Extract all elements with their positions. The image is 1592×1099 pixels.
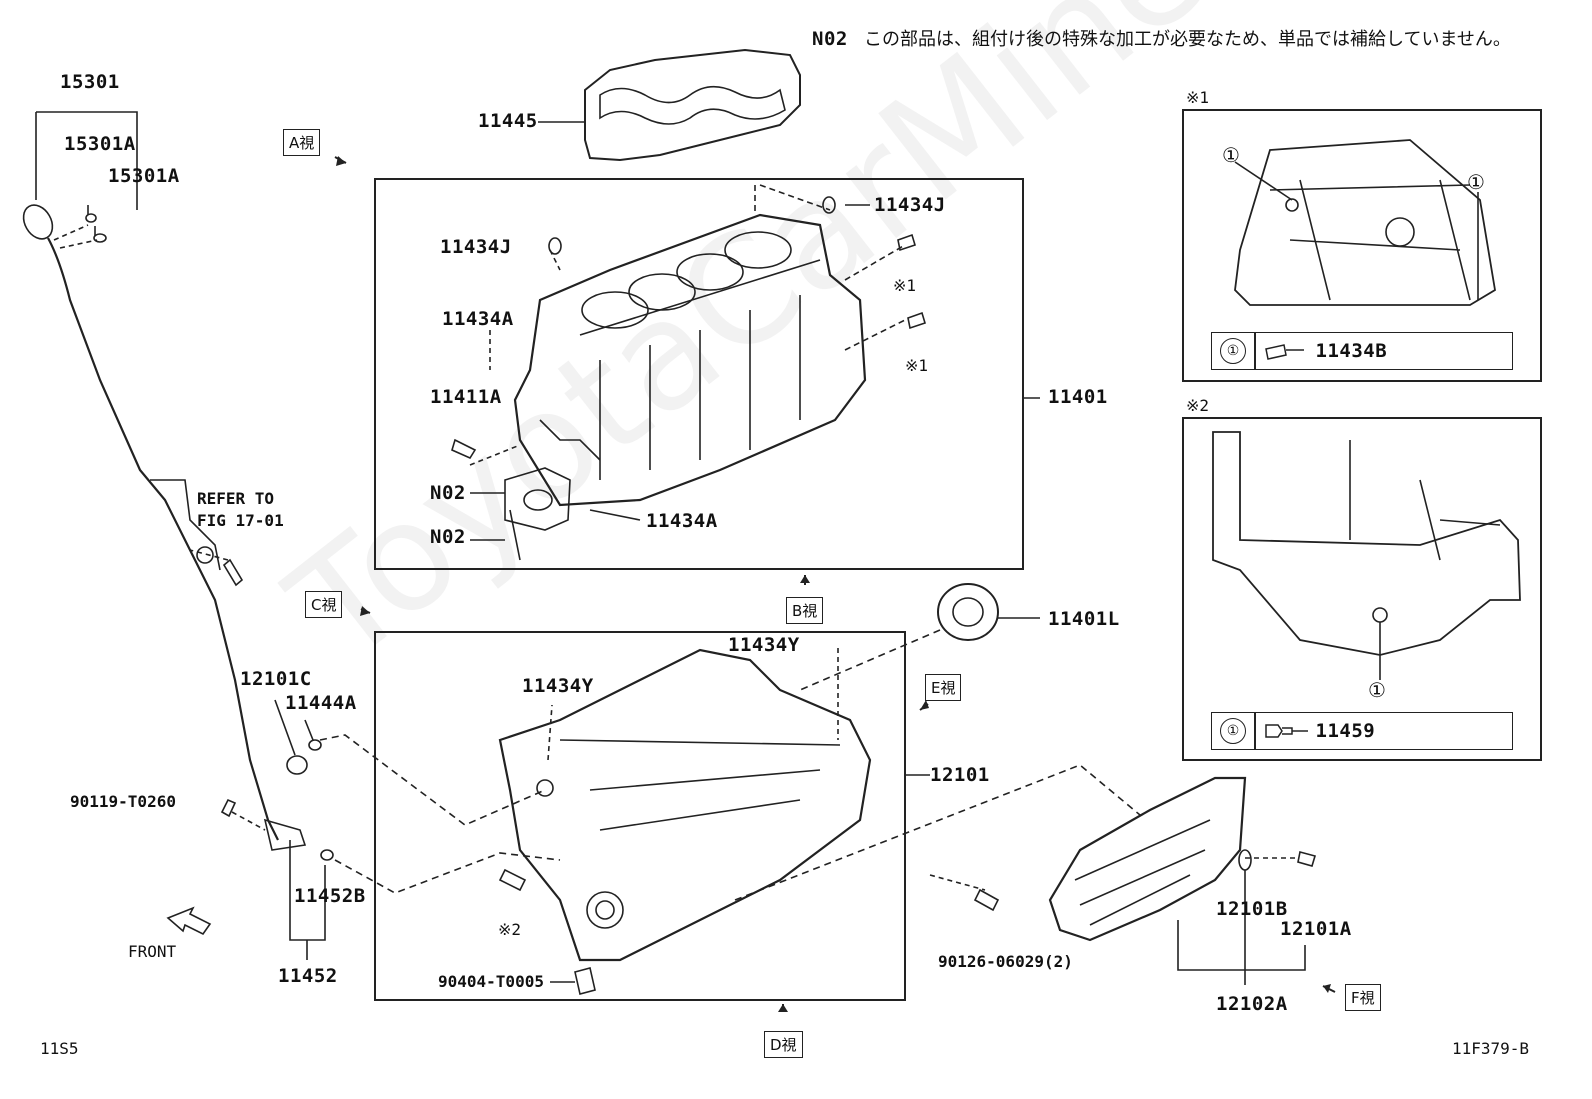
refer-line-2: FIG 17-01 [197, 511, 284, 530]
note-code: N02 [812, 28, 848, 50]
footer-left-code: 11S5 [40, 1039, 79, 1058]
part-label: 12101C [240, 668, 312, 690]
part-label: 15301A [108, 165, 180, 187]
callout-mark: ※1 [905, 356, 929, 375]
panel-2-part: 11459 [1315, 719, 1376, 742]
part-label: N02 [430, 482, 466, 504]
panel-1-marker: ① [1222, 143, 1240, 167]
part-label: 11434Y [522, 675, 594, 697]
part-label: 11434J [440, 236, 512, 258]
part-label: 11444A [285, 692, 357, 714]
panel-1-legend: ① 11434B [1211, 332, 1513, 370]
part-label: 11401 [1048, 386, 1108, 408]
part-label: 11445 [478, 110, 538, 132]
view-tag-b: B視 [786, 597, 824, 624]
part-label: 11434J [874, 194, 946, 216]
legend-marker: ① [1220, 718, 1246, 744]
part-label: 11452 [278, 965, 338, 987]
part-label: 11411A [430, 386, 502, 408]
callout-mark: ※1 [893, 276, 917, 295]
part-label: 90119-T0260 [70, 792, 176, 811]
panel-2-legend: ① 11459 [1211, 712, 1513, 750]
part-label: 12101 [930, 764, 990, 786]
part-label: 12101B [1216, 898, 1288, 920]
legend-marker: ① [1220, 338, 1246, 364]
drain-plug-icon [1264, 724, 1308, 738]
part-label: 11452B [294, 885, 366, 907]
footer-right-code: 11F379-B [1452, 1039, 1530, 1058]
view-tag-e: E視 [925, 674, 962, 701]
view-tag-d: D視 [764, 1031, 803, 1058]
plug-icon [1264, 344, 1304, 360]
part-label: 11401L [1048, 608, 1120, 630]
view-tag-c: C視 [305, 591, 343, 618]
front-label: FRONT [128, 942, 177, 961]
panel-2-marker: ① [1368, 678, 1386, 702]
view-tag-f: F視 [1345, 984, 1381, 1011]
part-label: 11434A [442, 308, 514, 330]
part-label: N02 [430, 526, 466, 548]
panel-2-title: ※2 [1186, 396, 1210, 415]
part-label: 15301A [64, 133, 136, 155]
callout-mark: ※2 [498, 920, 522, 939]
part-label: 12101A [1280, 918, 1352, 940]
panel-1-title: ※1 [1186, 88, 1210, 107]
note-text: この部品は、組付け後の特殊な加工が必要なため、単品では補給していません。 [864, 29, 1511, 50]
panel-1-marker: ① [1467, 170, 1485, 194]
part-label: 12102A [1216, 993, 1288, 1015]
part-label: 11434Y [728, 634, 800, 656]
panel-1-part: 11434B [1315, 339, 1388, 362]
part-label: 90404-T0005 [438, 972, 544, 991]
refer-line-1: REFER TO [197, 489, 275, 508]
part-label: 11434A [646, 510, 718, 532]
part-label: 90126-06029(2) [938, 952, 1073, 971]
part-label: 15301 [60, 71, 120, 93]
view-tag-a: A視 [283, 129, 321, 156]
